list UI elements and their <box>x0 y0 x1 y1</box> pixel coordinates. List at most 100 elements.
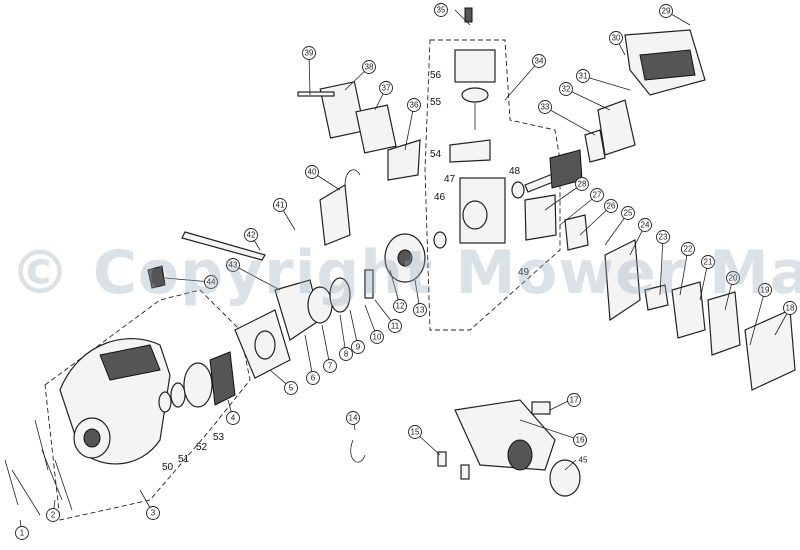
svg-text:38: 38 <box>365 63 374 72</box>
svg-text:41: 41 <box>276 201 285 210</box>
svg-text:1: 1 <box>20 529 25 538</box>
callout-14: 14 <box>346 411 360 425</box>
part-24-gasket <box>604 239 641 322</box>
callout-35: 35 <box>434 3 448 17</box>
callout-19: 19 <box>758 283 772 297</box>
svg-text:25: 25 <box>624 209 633 218</box>
callout-32: 32 <box>559 82 573 96</box>
part-20-filter-base <box>707 291 741 356</box>
svg-text:12: 12 <box>396 302 405 311</box>
svg-text:16: 16 <box>576 436 585 445</box>
callout-41: 41 <box>273 198 287 212</box>
svg-text:8: 8 <box>344 350 349 359</box>
svg-text:31: 31 <box>579 72 588 81</box>
hose-14-part <box>350 439 366 463</box>
part-26-block <box>564 214 589 251</box>
cylinder-part <box>454 49 496 83</box>
svg-text:36: 36 <box>410 101 419 110</box>
cylinder-group-outline <box>424 39 561 331</box>
callout-26: 26 <box>604 199 618 213</box>
svg-text:40: 40 <box>308 168 317 177</box>
part-37-filter <box>355 104 397 154</box>
label-49: 49 <box>518 267 530 278</box>
callout-15: 15 <box>408 425 422 439</box>
svg-text:9: 9 <box>356 343 361 352</box>
ignition-coil-part <box>319 183 351 246</box>
svg-text:44: 44 <box>207 278 216 287</box>
callout-37: 37 <box>379 81 393 95</box>
svg-text:13: 13 <box>416 306 425 315</box>
callout-29: 29 <box>659 4 673 18</box>
callout-23: 23 <box>656 230 670 244</box>
fuel-cap-part <box>549 459 581 497</box>
part-15-b <box>460 464 470 480</box>
part-15-a <box>437 451 447 467</box>
svg-text:20: 20 <box>729 274 738 283</box>
screws-group <box>4 419 73 516</box>
callout-24: 24 <box>638 218 652 232</box>
svg-text:24: 24 <box>641 221 650 230</box>
callout-2: 2 <box>46 508 60 522</box>
callout-39: 39 <box>302 46 316 60</box>
housing-nozzle-hole <box>83 428 101 448</box>
part-38-block <box>319 81 366 139</box>
svg-text:45: 45 <box>579 456 588 465</box>
callout-6: 6 <box>306 371 320 385</box>
flywheel-hub <box>397 249 413 267</box>
seal-48-part <box>511 181 525 199</box>
svg-text:5: 5 <box>289 384 294 393</box>
part-7-disc <box>307 286 333 324</box>
svg-text:18: 18 <box>786 304 795 313</box>
svg-text:10: 10 <box>373 333 382 342</box>
svg-text:43: 43 <box>229 261 238 270</box>
callout-20: 20 <box>726 271 740 285</box>
callout-30: 30 <box>609 31 623 45</box>
label-47: 47 <box>444 174 456 185</box>
air-filter-cover-part <box>744 309 796 391</box>
svg-text:37: 37 <box>382 84 391 93</box>
svg-text:27: 27 <box>593 191 602 200</box>
callout-9: 9 <box>351 340 365 354</box>
part-4-pawl <box>209 351 236 406</box>
part-36-plate <box>387 139 421 181</box>
label-54: 54 <box>430 149 442 160</box>
svg-text:42: 42 <box>247 231 256 240</box>
label-53: 53 <box>213 432 225 443</box>
part-50 <box>158 391 172 413</box>
label-48: 48 <box>509 166 521 177</box>
label-51: 51 <box>178 454 190 465</box>
callout-43: 43 <box>226 258 240 272</box>
callout-18: 18 <box>783 301 797 315</box>
callout-38: 38 <box>362 60 376 74</box>
part-8-pulley <box>329 277 351 313</box>
callout-25: 25 <box>621 206 635 220</box>
callout-8: 8 <box>339 347 353 361</box>
label-56: 56 <box>430 70 442 81</box>
starter-group-outline <box>44 289 251 521</box>
svg-text:11: 11 <box>391 322 400 331</box>
callout-45: 45 <box>579 456 588 465</box>
svg-text:28: 28 <box>578 180 587 189</box>
callout-42: 42 <box>244 228 258 242</box>
svg-text:29: 29 <box>662 7 671 16</box>
svg-text:7: 7 <box>328 362 333 371</box>
svg-text:34: 34 <box>535 57 544 66</box>
svg-text:23: 23 <box>659 233 668 242</box>
svg-text:33: 33 <box>541 103 550 112</box>
svg-text:4: 4 <box>231 414 236 423</box>
svg-text:17: 17 <box>570 396 579 405</box>
svg-text:32: 32 <box>562 85 571 94</box>
part-5-hub <box>254 330 276 360</box>
label-46: 46 <box>434 192 446 203</box>
starter-housing-grip <box>99 344 161 381</box>
callout-4: 4 <box>226 411 240 425</box>
callout-12: 12 <box>393 299 407 313</box>
muffler-body-part <box>597 99 636 156</box>
seal-46-part <box>433 231 447 249</box>
part-44-lever <box>147 265 166 289</box>
callout-5: 5 <box>284 381 298 395</box>
part-52 <box>183 362 213 408</box>
callout-40: 40 <box>305 165 319 179</box>
